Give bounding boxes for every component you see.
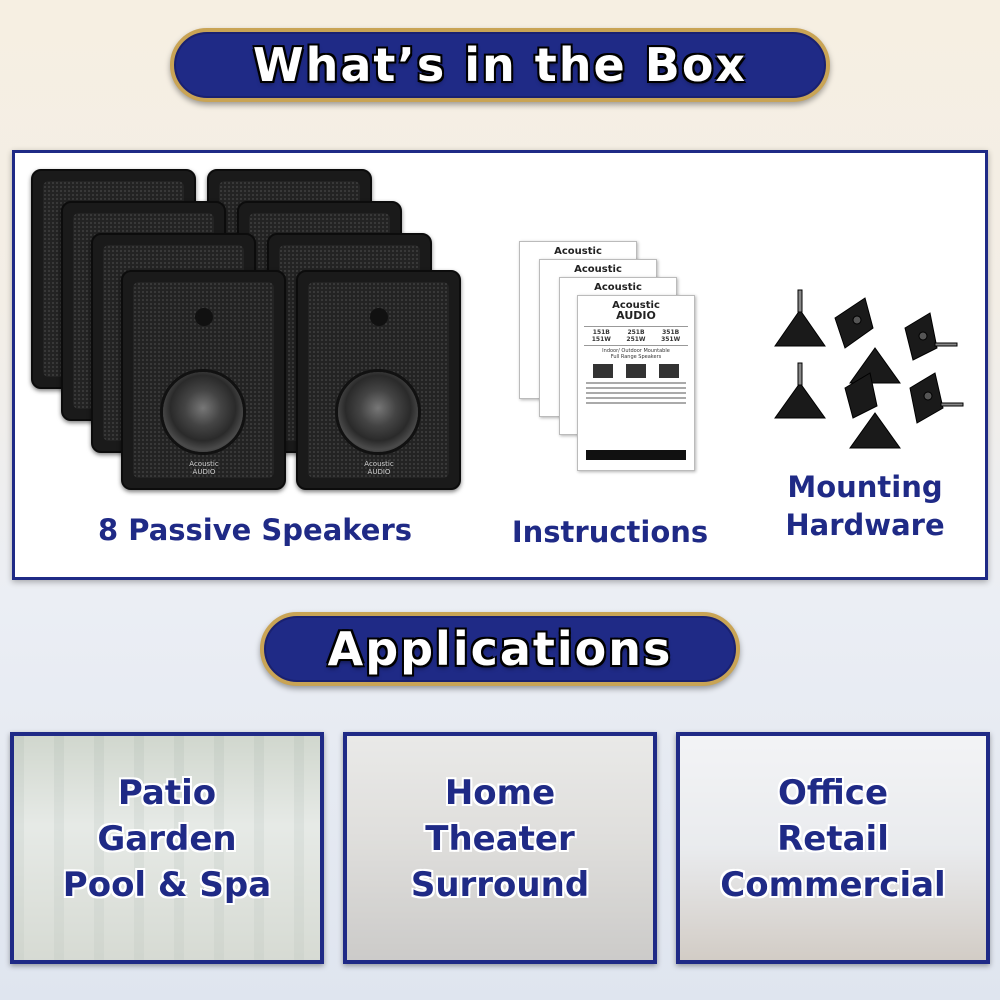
manual-brand: Acoustic [574,264,622,275]
manual-text-lines [586,382,686,404]
speaker-logo: Acoustic AUDIO [364,460,394,476]
speaker-icon: Acoustic AUDIO [121,270,286,490]
mounting-bracket-icon [774,289,964,449]
application-text: Home Theater Surround [347,770,653,908]
application-text: Patio Garden Pool & Spa [14,770,320,908]
manual-thumbnails [586,364,686,378]
mounting-caption-line2: Hardware [785,508,945,542]
manual-model: 151W [591,336,611,343]
manual-model: 251W [626,336,646,343]
manual-subtitle-1: Indoor/ Outdoor Mountable [602,348,670,354]
application-line: Surround [410,865,590,905]
manual-brand: Acoustic [594,282,642,293]
manual-brand: Acoustic [554,246,602,257]
instructions-caption: Instructions [511,515,709,549]
application-line: Patio [117,773,217,813]
speaker-icon: Acoustic AUDIO [296,270,461,490]
manual-brand-line1: Acoustic [612,300,660,311]
section-title-applications: Applications [260,612,740,686]
application-tile-home: Home Theater Surround [343,732,657,964]
box-contents-panel: Acoustic AUDIO Acoustic AUDIO 8 Passive … [12,150,988,580]
application-line: Commercial [720,865,946,905]
application-line: Theater [425,819,575,859]
application-tile-patio: Patio Garden Pool & Spa [10,732,324,964]
mounting-caption: Mounting Hardware [750,468,980,544]
section-title-box: What’s in the Box [170,28,830,102]
application-line: Office [777,773,889,813]
application-line: Home [444,773,556,813]
speakers-caption: 8 Passive Speakers [97,513,413,547]
manual-footer-bar [586,450,686,460]
application-tile-office: Office Retail Commercial [676,732,990,964]
manual-model: 251B [627,329,645,336]
manual-model: 351B [662,329,680,336]
section-title-box-text: What’s in the Box [252,38,748,92]
section-title-applications-text: Applications [327,622,673,676]
manual-brand-line2: AUDIO [616,309,656,322]
manual-subtitle-2: Full Range Speakers [610,354,662,360]
application-line: Garden [97,819,237,859]
application-line: Pool & Spa [62,865,272,905]
mounting-caption-line1: Mounting [787,470,943,504]
manual-models: 151B 251B 351B 151W 251W 351W [584,326,688,346]
manual-model: 151B [592,329,610,336]
application-text: Office Retail Commercial [680,770,986,908]
manual-model: 351W [661,336,681,343]
speaker-logo: Acoustic AUDIO [189,460,219,476]
manual-icon: Acoustic AUDIO 151B 251B 351B 151W 251W … [577,295,695,471]
application-line: Retail [777,819,889,859]
